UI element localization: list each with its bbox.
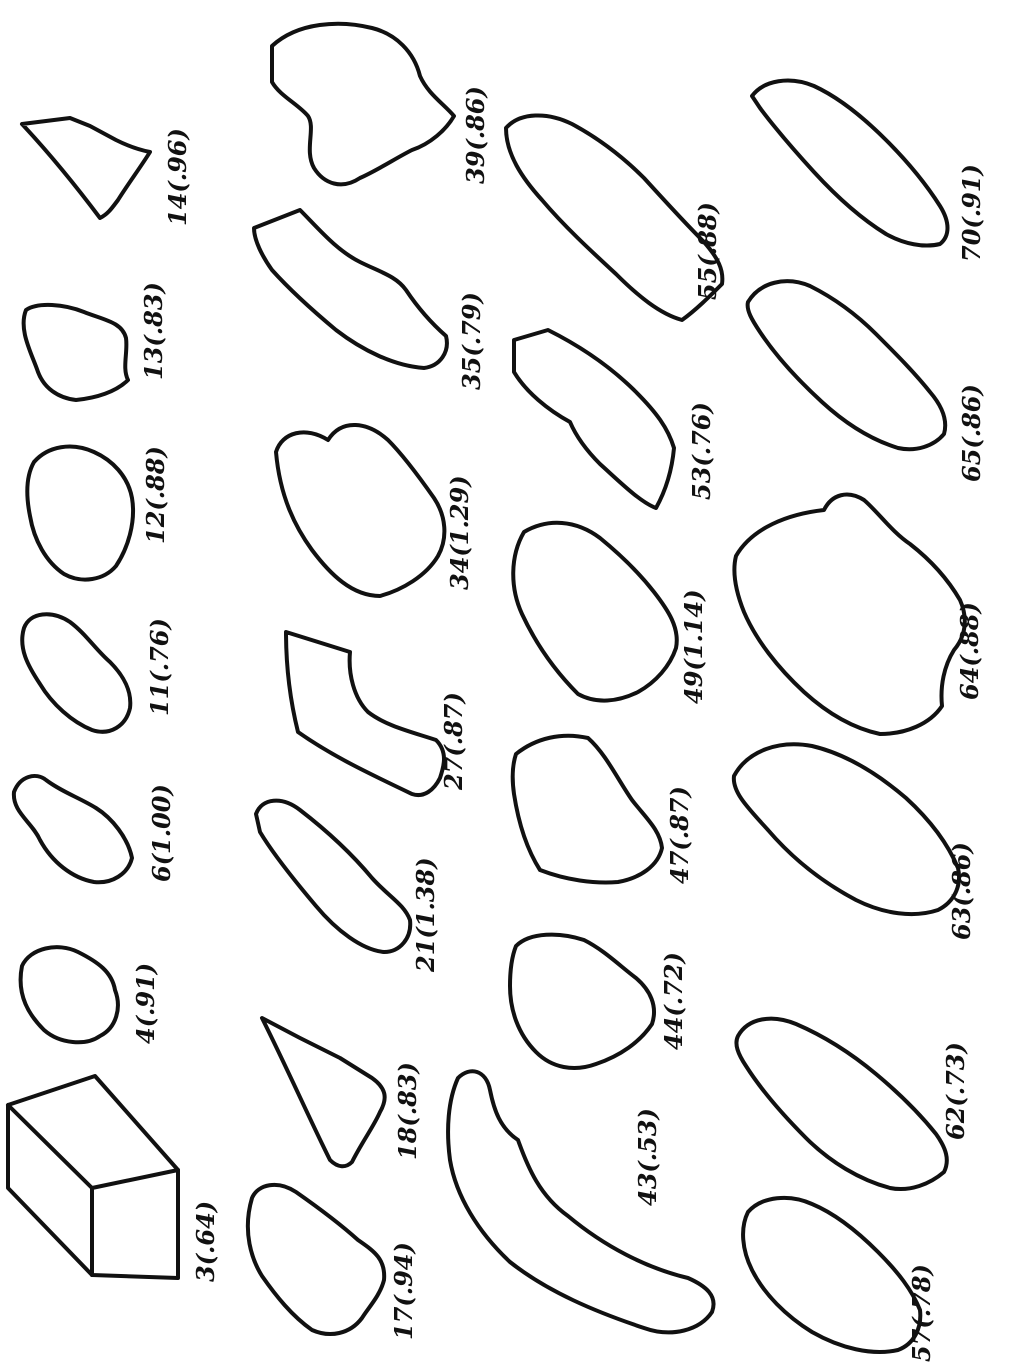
specimen-49-label: 49(1.14): [682, 589, 706, 704]
specimen-64-label: 64(.88): [958, 602, 982, 700]
specimen-6-label: 6(1.00): [150, 784, 174, 882]
specimen-4-outline: [21, 947, 118, 1042]
specimen-70-label: 70(.91): [960, 164, 984, 262]
specimen-35-label: 35(.79): [460, 292, 484, 390]
specimen-13-outline: [24, 305, 128, 400]
specimen-14-outline: [22, 118, 150, 218]
specimen-6-outline: [14, 776, 132, 882]
specimen-17-outline: [248, 1185, 384, 1334]
specimen-12-label: 12(.88): [144, 446, 168, 544]
specimen-35-outline: [254, 210, 447, 368]
specimen-49-outline: [513, 523, 677, 701]
specimen-21-label: 21(1.38): [414, 857, 438, 972]
specimen-57-label: 57(.78): [910, 1264, 934, 1362]
specimen-62-outline: [736, 1019, 946, 1189]
specimen-43-outline: [448, 1071, 713, 1332]
specimen-14-label: 14(.96): [166, 128, 190, 226]
specimen-57-outline: [743, 1198, 920, 1352]
specimen-17-label: 17(.94): [392, 1242, 416, 1340]
specimen-44-outline: [510, 935, 654, 1068]
specimen-12-outline: [27, 447, 133, 580]
specimen-27-label: 27(.87): [442, 692, 466, 790]
specimen-34-label: 34(1.29): [448, 475, 472, 590]
specimen-18-outline: [262, 1018, 385, 1166]
specimen-53-label: 53(.76): [690, 402, 714, 500]
specimen-65-label: 65(.86): [960, 384, 984, 482]
specimen-3-box-outline: [8, 1076, 178, 1278]
specimen-63-outline: [734, 744, 959, 914]
specimen-43-label: 43(.53): [636, 1108, 660, 1206]
specimen-39-label: 39(.86): [464, 86, 488, 184]
specimen-62-label: 62(.73): [944, 1042, 968, 1140]
specimen-64-outline: [734, 495, 964, 734]
specimen-70-outline: [752, 81, 948, 246]
specimen-44-label: 44(.72): [662, 952, 686, 1050]
specimen-13-label: 13(.83): [142, 282, 166, 380]
specimen-27-outline: [286, 632, 444, 795]
specimen-11-label: 11(.76): [148, 618, 172, 716]
specimen-39-outline: [272, 24, 454, 185]
specimen-47-outline: [513, 736, 662, 883]
specimen-11-outline: [22, 614, 130, 731]
specimen-53-outline: [514, 330, 674, 508]
specimen-55-outline: [506, 115, 722, 320]
specimen-34-outline: [276, 425, 444, 596]
specimen-47-label: 47(.87): [668, 786, 692, 884]
specimen-65-outline: [748, 281, 946, 449]
specimen-63-label: 63(.86): [950, 842, 974, 940]
specimen-3-label: 3(.64): [194, 1201, 218, 1282]
specimen-18-label: 18(.83): [396, 1062, 420, 1160]
specimen-55-label: 55(.88): [696, 202, 720, 300]
specimen-21-outline: [256, 801, 410, 952]
specimen-4-label: 4(.91): [134, 963, 158, 1044]
